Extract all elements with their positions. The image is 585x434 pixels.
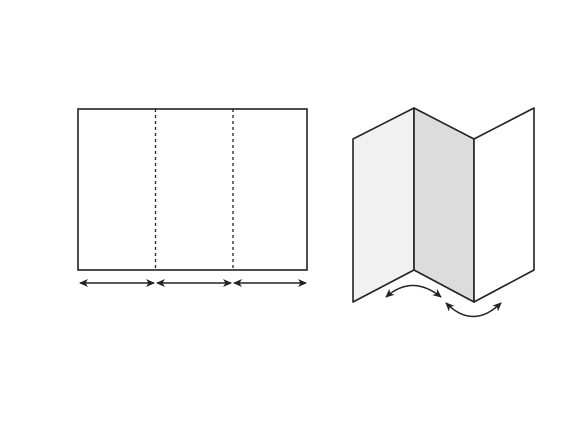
fold-direction-arrow-1 <box>385 284 442 298</box>
folded-sheet <box>352 107 535 318</box>
folded-panel-left <box>352 107 415 303</box>
folded-panel-right <box>473 107 535 303</box>
flat-sheet-outline <box>77 108 308 271</box>
flat-sheet <box>77 108 308 287</box>
fold-direction-arrow-2 <box>445 302 502 318</box>
folded-panel-middle <box>413 107 475 303</box>
